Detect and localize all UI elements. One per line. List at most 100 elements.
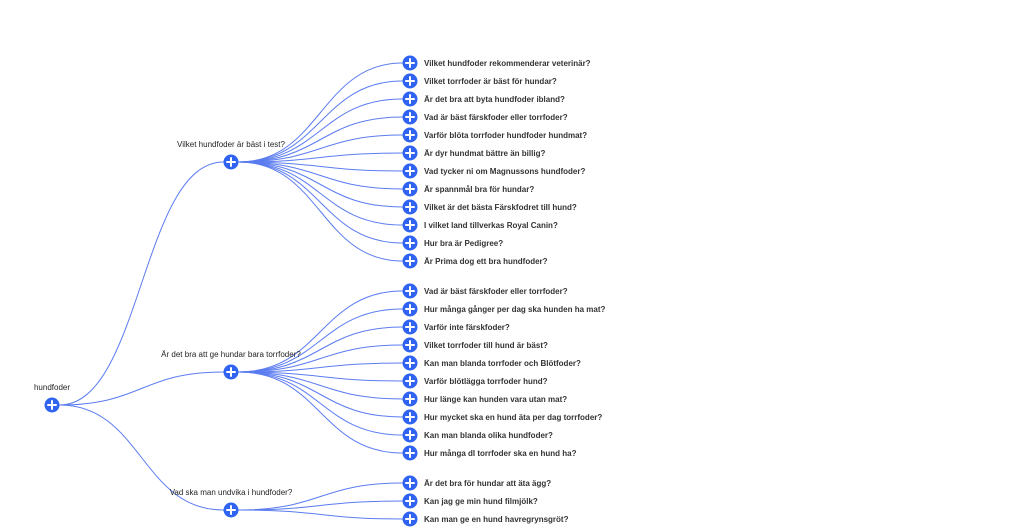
leaf-label: Hur mycket ska en hund äta per dag torrf… — [424, 413, 602, 422]
branch-label: Vad ska man undvika i hundfoder? — [170, 488, 293, 497]
leaf-node[interactable] — [402, 427, 418, 443]
link-root-branch-2 — [59, 404, 224, 511]
branch-node-2[interactable] — [223, 502, 239, 518]
link-branch-1-leaf-2 — [238, 326, 403, 373]
link-branch-2-leaf-2 — [238, 509, 403, 520]
leaf-label: Är det bra för hundar att äta ägg? — [424, 479, 551, 488]
leaf-label: Kan man blanda torrfoder och Blötfoder? — [424, 359, 581, 368]
plus-icon — [405, 238, 415, 248]
link-root-branch-0 — [59, 161, 224, 406]
link-branch-1-leaf-0 — [238, 290, 403, 373]
leaf-label: Hur länge kan hunden vara utan mat? — [424, 395, 567, 404]
leaf-node[interactable] — [402, 181, 418, 197]
plus-icon — [226, 505, 236, 515]
leaf-node[interactable] — [402, 199, 418, 215]
leaf-node[interactable] — [402, 475, 418, 491]
plus-icon — [405, 304, 415, 314]
leaf-node[interactable] — [402, 409, 418, 425]
leaf-node[interactable] — [402, 373, 418, 389]
plus-icon — [405, 340, 415, 350]
leaf-label: Är det bra att byta hundfoder ibland? — [424, 95, 565, 104]
leaf-node[interactable] — [402, 91, 418, 107]
plus-icon — [405, 76, 415, 86]
plus-icon — [405, 448, 415, 458]
plus-icon — [405, 148, 415, 158]
plus-icon — [405, 112, 415, 122]
leaf-label: Hur många gånger per dag ska hunden ha m… — [424, 305, 605, 314]
link-branch-0-leaf-7 — [238, 161, 403, 190]
root-node[interactable] — [44, 397, 60, 413]
link-branch-0-leaf-4 — [238, 134, 403, 163]
leaf-node[interactable] — [402, 235, 418, 251]
plus-icon — [405, 166, 415, 176]
plus-icon — [405, 412, 415, 422]
leaf-label: Kan jag ge min hund filmjölk? — [424, 497, 538, 506]
plus-icon — [405, 496, 415, 506]
leaf-label: Kan man ge en hund havregrynsgröt? — [424, 515, 569, 524]
plus-icon — [405, 130, 415, 140]
leaf-label: I vilket land tillverkas Royal Canin? — [424, 221, 558, 230]
leaf-node[interactable] — [402, 493, 418, 509]
plus-icon — [405, 58, 415, 68]
link-branch-0-leaf-11 — [238, 161, 403, 262]
leaf-label: Vilket hundfoder rekommenderar veterinär… — [424, 59, 591, 68]
link-branch-0-leaf-0 — [238, 62, 403, 163]
branch-node-0[interactable] — [223, 154, 239, 170]
link-branch-2-leaf-0 — [238, 482, 403, 511]
plus-icon — [405, 478, 415, 488]
leaf-node[interactable] — [402, 511, 418, 527]
leaf-label: Vad tycker ni om Magnussons hundfoder? — [424, 167, 585, 176]
leaf-node[interactable] — [402, 127, 418, 143]
link-branch-1-leaf-6 — [238, 371, 403, 400]
link-branch-1-leaf-1 — [238, 308, 403, 373]
leaf-label: Vad är bäst färskfoder eller torrfoder? — [424, 113, 568, 122]
link-root-branch-1 — [59, 371, 224, 406]
branch-label: Är det bra att ge hundar bara torrfoder? — [161, 350, 301, 359]
leaf-label: Hur bra är Pedigree? — [424, 239, 503, 248]
link-branch-0-leaf-1 — [238, 80, 403, 163]
plus-icon — [405, 184, 415, 194]
root-label: hundfoder — [34, 383, 70, 392]
leaf-label: Varför inte färskfoder? — [424, 323, 510, 332]
plus-icon — [405, 430, 415, 440]
leaf-node[interactable] — [402, 391, 418, 407]
leaf-label: Varför blöta torrfoder hundfoder hundmat… — [424, 131, 587, 140]
leaf-label: Är spannmål bra för hundar? — [424, 185, 534, 194]
leaf-node[interactable] — [402, 445, 418, 461]
plus-icon — [405, 358, 415, 368]
leaf-node[interactable] — [402, 301, 418, 317]
link-branch-1-leaf-9 — [238, 371, 403, 454]
leaf-label: Är dyr hundmat bättre än billig? — [424, 149, 545, 158]
leaf-label: Är Prima dog ett bra hundfoder? — [424, 257, 548, 266]
leaf-node[interactable] — [402, 163, 418, 179]
link-branch-0-leaf-3 — [238, 116, 403, 163]
link-branch-1-leaf-5 — [238, 371, 403, 382]
plus-icon — [405, 220, 415, 230]
branch-node-1[interactable] — [223, 364, 239, 380]
leaf-node[interactable] — [402, 145, 418, 161]
plus-icon — [226, 367, 236, 377]
plus-icon — [405, 202, 415, 212]
leaf-node[interactable] — [402, 109, 418, 125]
link-branch-2-leaf-1 — [238, 500, 403, 511]
leaf-node[interactable] — [402, 283, 418, 299]
leaf-node[interactable] — [402, 319, 418, 335]
plus-icon — [405, 322, 415, 332]
leaf-node[interactable] — [402, 55, 418, 71]
leaf-label: Hur många dl torrfoder ska en hund ha? — [424, 449, 577, 458]
leaf-label: Vilket torrfoder till hund är bäst? — [424, 341, 548, 350]
branch-label: Vilket hundfoder är bäst i test? — [177, 140, 285, 149]
leaf-node[interactable] — [402, 337, 418, 353]
link-branch-0-leaf-6 — [238, 161, 403, 172]
leaf-node[interactable] — [402, 253, 418, 269]
leaf-node[interactable] — [402, 217, 418, 233]
leaf-label: Vad är bäst färskfoder eller torrfoder? — [424, 287, 568, 296]
link-branch-1-leaf-3 — [238, 344, 403, 373]
plus-icon — [405, 286, 415, 296]
link-branch-0-leaf-9 — [238, 161, 403, 226]
leaf-node[interactable] — [402, 355, 418, 371]
leaf-node[interactable] — [402, 73, 418, 89]
leaf-label: Kan man blanda olika hundfoder? — [424, 431, 553, 440]
plus-icon — [405, 376, 415, 386]
